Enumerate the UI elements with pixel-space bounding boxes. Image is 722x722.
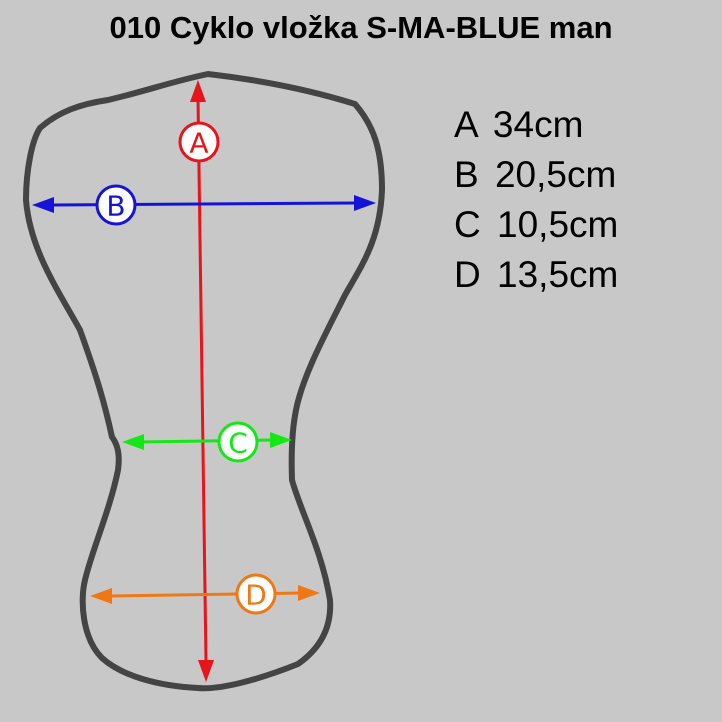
legend-row-a: A 34cm	[454, 100, 618, 150]
legend-value: 10,5cm	[497, 204, 619, 245]
measure-c: C	[122, 421, 292, 463]
measure-a: A	[178, 80, 220, 682]
label-b: B	[106, 190, 125, 223]
legend-letter: B	[454, 154, 479, 195]
legend-letter: C	[454, 204, 481, 245]
label-a: A	[189, 127, 208, 160]
label-d: D	[245, 579, 267, 612]
legend-row-b: B 20,5cm	[454, 150, 618, 200]
label-c: C	[228, 427, 248, 460]
legend-row-d: D 13,5cm	[454, 250, 618, 300]
legend-row-c: C 10,5cm	[454, 200, 618, 250]
legend-value: 13,5cm	[497, 254, 619, 295]
legend-letter: A	[454, 104, 477, 145]
legend-letter: D	[454, 254, 481, 295]
legend-value: 34cm	[492, 104, 584, 145]
pad-outline	[23, 71, 385, 692]
measurements-legend: A 34cm B 20,5cm C 10,5cm D 13,5cm	[454, 100, 618, 300]
legend-value: 20,5cm	[494, 154, 617, 195]
measure-d: D	[90, 573, 320, 615]
diagram-title: 010 Cyklo vložka S-MA-BLUE man	[109, 10, 613, 45]
measure-b: B	[32, 184, 376, 226]
